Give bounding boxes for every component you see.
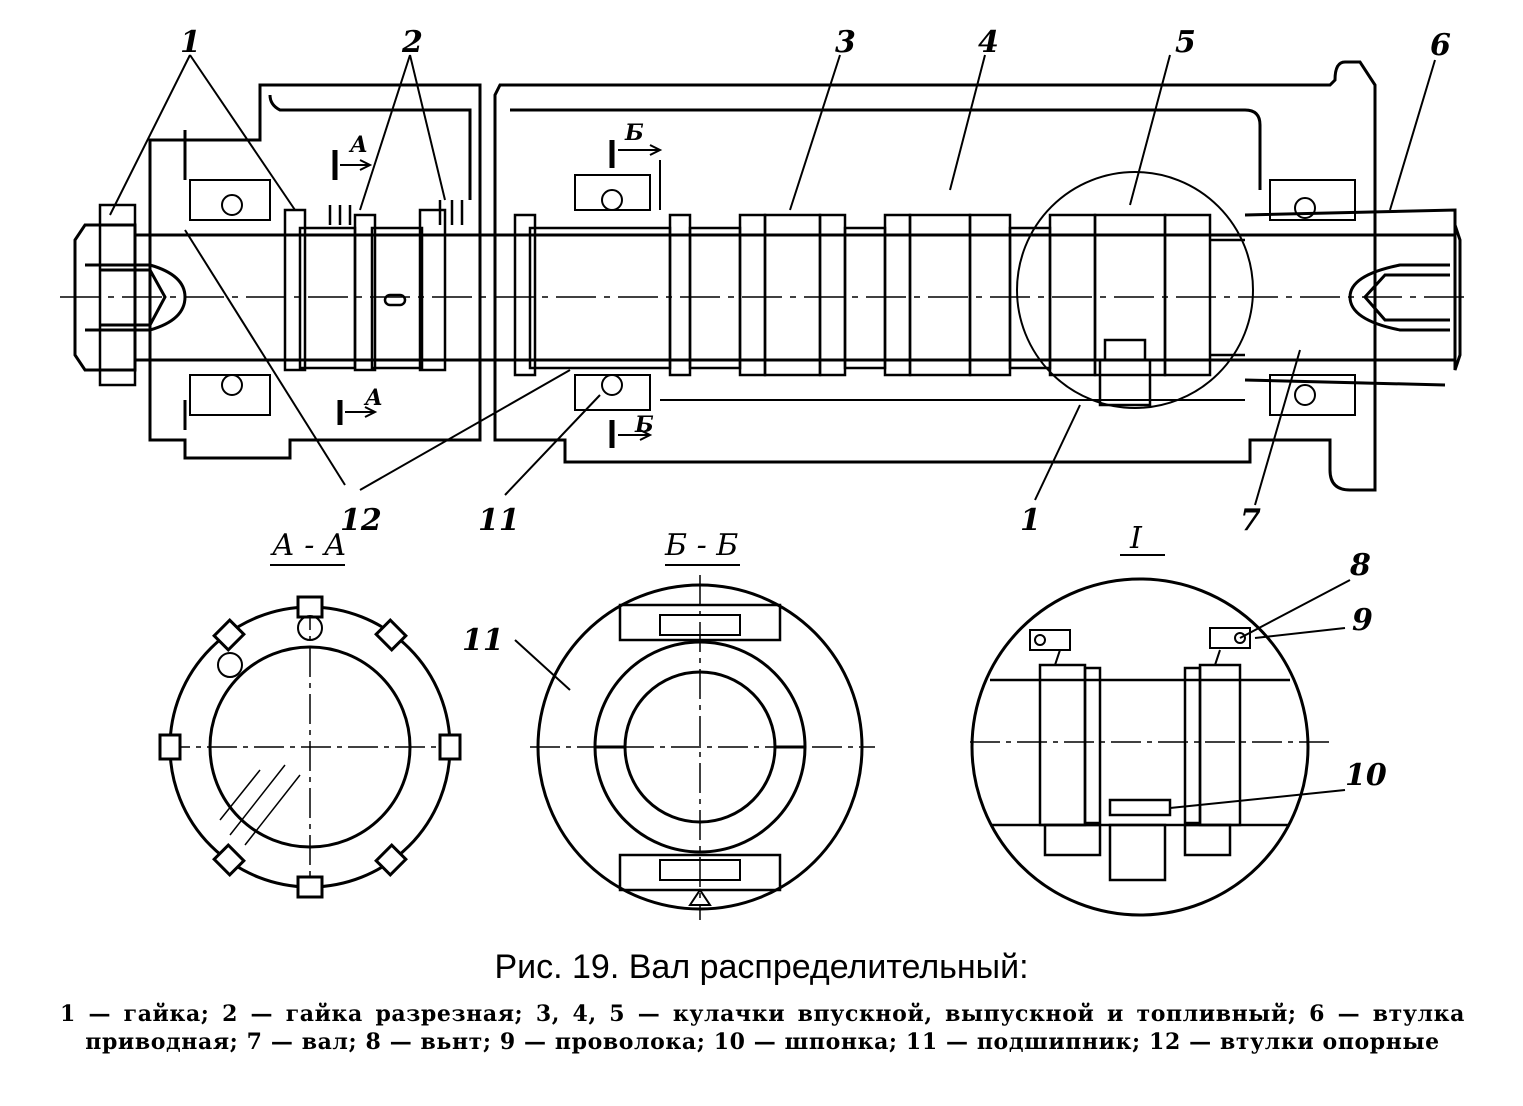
- leader-lines: [109, 54, 1436, 506]
- detail-i: [970, 577, 1351, 917]
- callout-5: 5: [1175, 25, 1196, 60]
- section-mark-b-bottom: Б: [634, 412, 654, 438]
- figure-legend: 1 — гайка; 2 — гайка разрезная; 3, 4, 5 …: [60, 1001, 1465, 1055]
- section-aa: [158, 595, 462, 899]
- callout-1-detail: 1: [1020, 503, 1041, 538]
- section-mark-a-bottom: А: [363, 385, 383, 411]
- callout-6: 6: [1430, 28, 1451, 63]
- callout-4: 4: [978, 25, 999, 60]
- section-mark-b-top: Б: [624, 120, 644, 146]
- callout-12: 12: [340, 503, 382, 538]
- callout-7: 7: [1240, 503, 1261, 538]
- section-title-aa: А - А: [270, 528, 347, 563]
- section-mark-a-top: А: [348, 132, 368, 158]
- callout-8: 8: [1349, 548, 1371, 583]
- callout-2: 2: [401, 25, 423, 60]
- callout-11-main: 11: [478, 503, 520, 538]
- section-bb: [514, 575, 875, 920]
- callout-11-section: 11: [462, 623, 504, 658]
- section-cut-marks: [332, 140, 615, 448]
- left-collars: [98, 200, 464, 387]
- callout-3: 3: [835, 25, 856, 60]
- figure-title: Рис. 19. Вал распределительный:: [494, 948, 1029, 986]
- callout-9: 9: [1352, 603, 1373, 638]
- section-title-bb: Б - Б: [664, 528, 738, 563]
- section-title-detail: I: [1129, 521, 1143, 556]
- housing-left: [148, 83, 482, 460]
- callout-1: 1: [180, 25, 201, 60]
- cam-collars: [513, 213, 1245, 407]
- callout-10: 10: [1345, 758, 1387, 793]
- detail-circle-marker: [1016, 171, 1254, 409]
- housing-right: [493, 60, 1377, 492]
